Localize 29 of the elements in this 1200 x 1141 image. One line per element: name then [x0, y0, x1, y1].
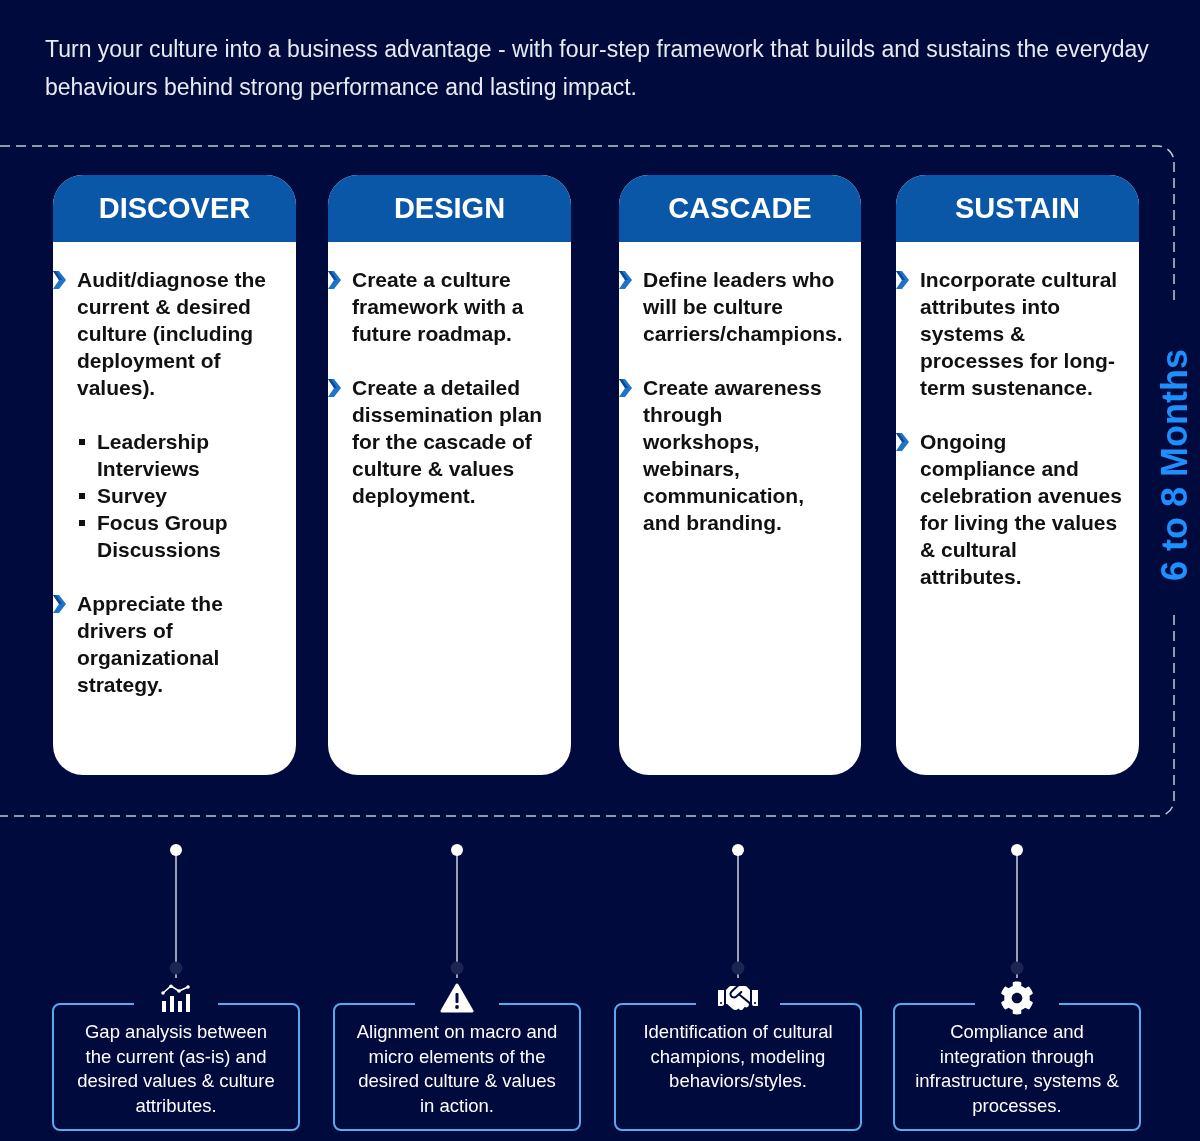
connector-line — [450, 844, 464, 979]
connector-line — [1010, 844, 1024, 979]
step-header: SUSTAIN — [896, 175, 1139, 242]
outcome-text: Alignment on macro and micro elements of the desired culture & values in action. — [355, 1020, 559, 1118]
bullet-text: Survey — [97, 483, 169, 509]
connector-line — [731, 844, 745, 979]
step-header: DESIGN — [328, 175, 571, 242]
intro-text: Turn your culture into a business advantage - with four-step framework that builds and sustains the everyday behaviours behind strong performance and lasting impact. — [45, 35, 1150, 102]
bullet-text: Create a culture framework with a future roadmap. — [352, 267, 525, 347]
step-card — [53, 175, 296, 775]
outcome-text: Compliance and integration through infrastructure, systems & processes. — [915, 1020, 1119, 1118]
step-header: DISCOVER — [53, 175, 296, 242]
duration-label: 6 to 8 Months — [1157, 349, 1193, 581]
bullet-text: Create a detailed dissemination plan for the cascade of culture & values deployment. — [352, 375, 544, 509]
bullet-text: Audit/diagnose the current & desired culture (including deployment of values). — [77, 267, 267, 401]
bullet-text: Incorporate cultural attributes into systems & processes for long-term sustenance. — [920, 267, 1119, 401]
outcome-text: Gap analysis between the current (as-is) and desired values & culture attributes. — [76, 1020, 276, 1118]
connector-line — [169, 844, 183, 979]
step-card — [896, 175, 1139, 775]
bullet-text: Leadership Interviews — [97, 429, 211, 482]
step-card — [328, 175, 571, 775]
bullet-text: Ongoing compliance and celebration avenues for living the values & cultural attributes. — [920, 429, 1122, 590]
bullet-text: Create awareness through workshops, webinars, communication, and branding. — [643, 375, 823, 536]
bullet-text: Appreciate the drivers of organizational strategy. — [77, 591, 224, 698]
step-header: CASCADE — [619, 175, 861, 242]
bullet-text: Focus Group Discussions — [97, 510, 229, 563]
outcome-text: Identification of cultural champions, modeling behaviors/styles. — [642, 1020, 834, 1093]
step-card — [619, 175, 861, 775]
bullet-text: Define leaders who will be culture carriers/champions. — [643, 267, 844, 347]
